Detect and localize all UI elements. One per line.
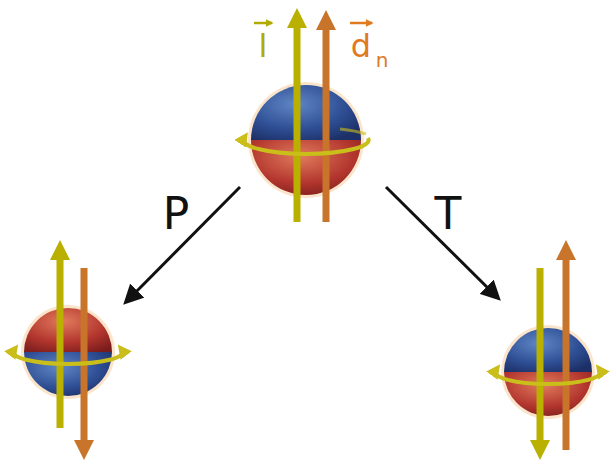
particle-sphere: [243, 18, 368, 222]
transform-arrow: [386, 187, 498, 298]
vector-arrow: [254, 22, 272, 25]
time-reversed-sphere: [495, 250, 600, 450]
vector-symbol: d: [351, 30, 371, 62]
subscript: n: [376, 50, 389, 70]
operation-label: T: [435, 192, 462, 236]
transform-arrow: [126, 187, 240, 302]
parity-sphere: [13, 250, 123, 450]
vector-arrow: [350, 22, 372, 25]
vector-symbol: l: [259, 30, 268, 62]
operation-label: P: [163, 192, 190, 236]
